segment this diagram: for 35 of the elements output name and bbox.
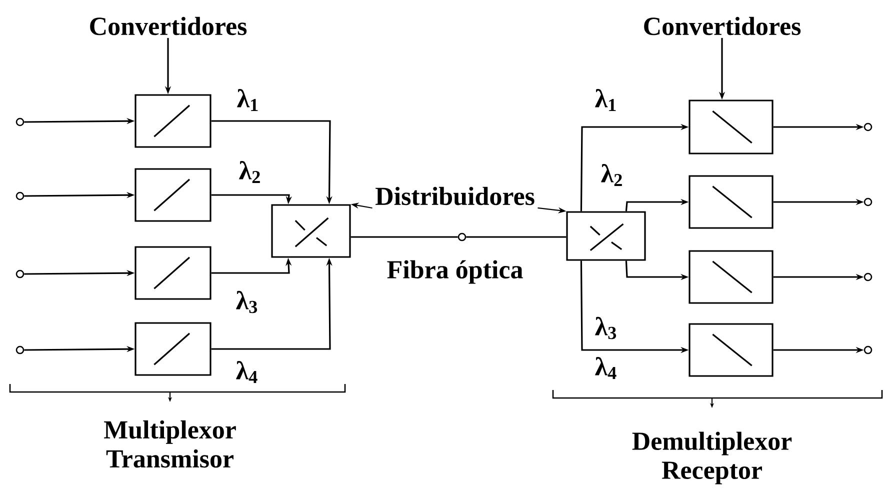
edge-label: λ$_{3}$ [595,316,616,340]
text-label: Convertidores [644,16,801,36]
converter-box [688,100,774,154]
terminal-circle [458,232,466,242]
converter-box [688,323,774,377]
terminal-circle [16,192,24,200]
converter-box [134,322,212,376]
fiber-line [350,236,458,238]
edge-label: λ$_{1}$ [595,88,616,112]
converter-box [134,168,212,222]
terminal-circle [16,118,24,126]
coupler-box [566,211,646,261]
edge-label: λ$_{2}$ [239,160,260,184]
edge-label: λ$_{2}$ [601,164,622,186]
terminal-circle [16,346,24,354]
coupler-box [271,204,351,258]
block-label: Demultiplexor Receptor [632,432,792,484]
terminal-circle [864,122,872,132]
edge-label: λ$_{3}$ [236,290,258,314]
fiber-line [466,236,566,238]
terminal-circle [16,270,24,278]
edge-label: λ$_{1}$ [237,88,258,112]
cable-label: Fibra óptica [387,260,523,284]
converter-box [688,250,774,304]
terminal-circle [864,198,872,206]
converter-box [134,94,212,148]
terminal-circle [864,346,872,354]
text-label: Distribuidores [376,186,534,206]
text-label: Convertidores [90,16,247,36]
block-label: Multiplexor Transmisor [104,420,236,468]
converter-box [688,175,774,229]
wavelength-label: λ$_{4}$ [595,357,616,380]
converter-box [134,246,212,300]
terminal-circle [864,272,872,282]
edge-label: λ$_{4}$ [236,361,258,384]
